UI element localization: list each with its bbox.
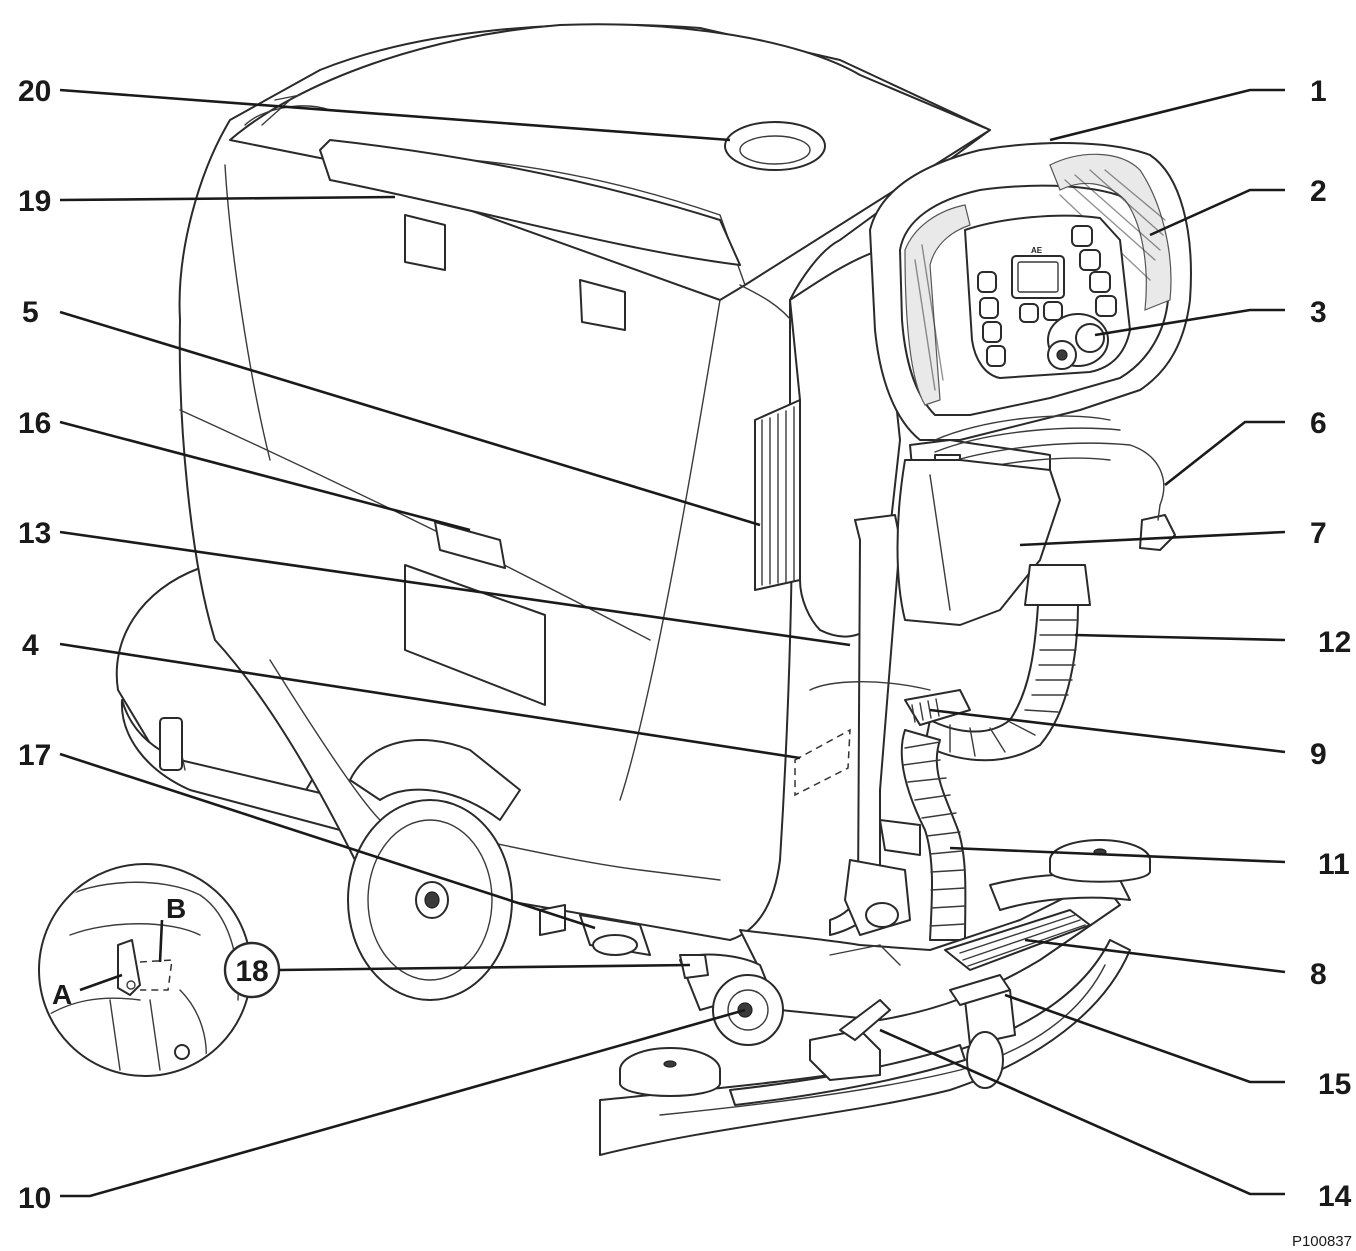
callout-2-leader [1149,188,1285,237]
callout-5-label: 5 [22,296,39,329]
callout-8-label: 8 [1310,958,1327,991]
callout-2: 2 [1149,175,1327,237]
callout-15-leader [1004,993,1285,1084]
magnified-detail-circle: A B 18 [38,863,691,1077]
callout-19-label: 19 [18,185,51,218]
callout-16-label: 16 [18,407,51,440]
callout-14: 14 [879,1028,1352,1213]
callout-4-leader [59,642,801,760]
callout-19: 19 [18,185,396,218]
detail-label-B: B [166,893,186,924]
callout-4-label: 4 [22,629,39,662]
callout-6-leader [1164,420,1285,487]
callout-11: 11 [949,846,1350,881]
callout-18-label: 18 [235,955,268,988]
callout-9-label: 9 [1310,738,1327,771]
callout-1: 1 [1049,75,1327,142]
callout-11-label: 11 [1318,848,1350,881]
callout-7: 7 [1019,517,1327,550]
callout-10: 10 [18,1008,746,1215]
callout-10-label: 10 [18,1182,51,1215]
callout-9-leader [929,708,1286,754]
callout-20-leader [59,88,731,142]
callout-14-label: 14 [1318,1180,1352,1213]
callout-14-leader [879,1028,1285,1196]
callout-16: 16 [18,407,471,532]
callout-5-leader [59,310,761,527]
figure-id: P100837 [1292,1233,1352,1250]
callout-3-label: 3 [1310,296,1327,329]
callout-13-leader [59,530,851,647]
callout-6: 6 [1164,407,1327,487]
callout-17: 17 [18,739,596,930]
callout-12-leader [1074,633,1286,642]
callout-16-leader [59,420,471,532]
callout-6-label: 6 [1310,407,1327,440]
floor-scrubber-drawing: AE [115,23,1192,1156]
detail-label-A: A [52,979,72,1010]
callout-4: 4 [22,629,801,760]
callout-15: 15 [1004,993,1351,1101]
callout-7-leader [1019,530,1286,547]
callout-9: 9 [929,708,1327,771]
callout-5: 5 [22,296,761,527]
callout-11-leader [949,846,1286,864]
callout-12: 12 [1074,626,1351,659]
callout-1-label: 1 [1310,75,1327,108]
callout-1-leader [1049,88,1285,142]
callout-17-leader [59,752,596,930]
callout-13-label: 13 [18,517,51,550]
callout-3-leader [1094,308,1285,337]
svg-text:AE: AE [1031,246,1043,255]
callout-3: 3 [1094,296,1327,337]
callout-17-label: 17 [18,739,51,772]
callout-8-leader [1024,938,1286,974]
callout-13: 13 [18,517,851,647]
callout-7-label: 7 [1310,517,1327,550]
callout-15-label: 15 [1318,1068,1351,1101]
callout-12-label: 12 [1318,626,1351,659]
callout-20-label: 20 [18,75,51,108]
callout-8: 8 [1024,938,1327,991]
callout-19-leader [59,195,396,202]
callout-20: 20 [18,75,731,142]
callout-10-leader [60,1008,746,1198]
callout-2-label: 2 [1310,175,1327,208]
